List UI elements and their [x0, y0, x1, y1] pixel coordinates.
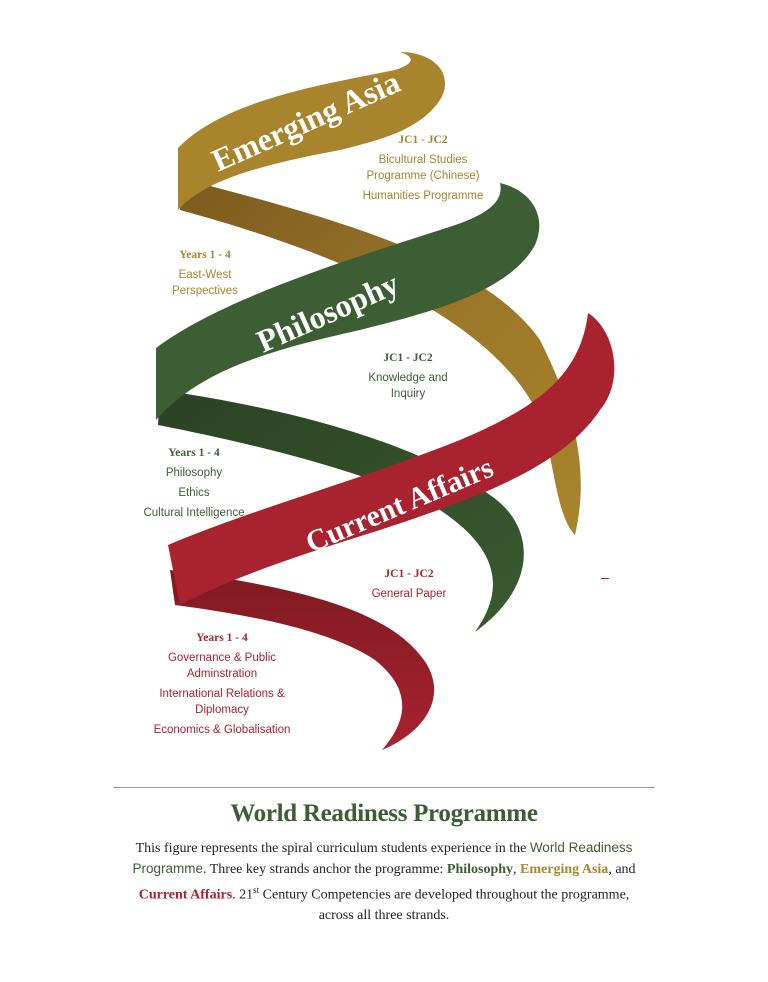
emerging-asia-years-item: East-West Perspectives: [172, 269, 238, 297]
caption-program-name: World Readiness Programme: [132, 840, 633, 876]
current-affairs-years-heading: Years 1 - 4: [196, 632, 248, 644]
caption-text: . Three key strands anchor the programme…: [203, 862, 447, 877]
green-band-back: [158, 390, 524, 632]
red-ribbon-front: [168, 313, 615, 605]
divider: [113, 787, 655, 788]
emerging-asia-years-label: Years 1 - 4 East-West Perspectives: [150, 247, 260, 303]
current-affairs-years-item: Economics & Globalisation: [153, 724, 291, 736]
current-affairs-years-item: International Relations & Diplomacy: [159, 688, 285, 716]
caption: This figure represents the spiral curric…: [120, 838, 648, 926]
philosophy-jc-item: Knowledge and Inquiry: [368, 372, 448, 400]
philosophy-jc-heading: JC1 - JC2: [383, 352, 433, 364]
current-affairs-years-label: Years 1 - 4 Governance & Public Adminstr…: [142, 630, 302, 742]
ribbon-graphic: Emerging Asia Philosophy Current Affairs: [156, 52, 615, 750]
caption-text: This figure represents the spiral curric…: [135, 841, 530, 856]
caption-text: . 21: [232, 887, 254, 903]
caption-text: Century Competencies are developed throu…: [259, 887, 630, 923]
caption-superscript: st: [253, 885, 260, 895]
philosophy-years-label: Years 1 - 4 Philosophy Ethics Cultural I…: [124, 445, 264, 525]
current-affairs-jc-item: General Paper: [371, 588, 447, 600]
caption-text: , and: [608, 862, 636, 877]
emerging-asia-years-heading: Years 1 - 4: [179, 249, 231, 261]
philosophy-years-heading: Years 1 - 4: [168, 447, 220, 459]
caption-philosophy: Philosophy: [446, 862, 514, 877]
philosophy-years-item: Cultural Intelligence: [143, 507, 245, 519]
philosophy-jc-label: JC1 - JC2 Knowledge and Inquiry: [360, 350, 456, 406]
caption-emerging-asia: Emerging Asia: [520, 862, 609, 877]
philosophy-years-item: Philosophy: [165, 467, 223, 479]
emerging-asia-jc-heading: JC1 - JC2: [398, 134, 448, 146]
red-dash-mark: [601, 578, 609, 579]
philosophy-years-item: Ethics: [178, 487, 210, 499]
current-affairs-jc-heading: JC1 - JC2: [384, 568, 434, 580]
gold-ribbon-front: [178, 52, 446, 210]
caption-current-affairs: Current Affairs: [138, 887, 233, 903]
caption-text: ,: [513, 862, 521, 877]
current-affairs-jc-label: JC1 - JC2 General Paper: [349, 566, 469, 606]
emerging-asia-jc-item: Bicultural Studies Programme (Chinese): [366, 154, 480, 182]
current-affairs-years-item: Governance & Public Adminstration: [167, 652, 277, 680]
page-title: World Readiness Programme: [230, 800, 538, 827]
emerging-asia-jc-label: JC1 - JC2 Bicultural Studies Programme (…: [348, 132, 498, 208]
green-ribbon-front: [156, 183, 540, 420]
emerging-asia-jc-item: Humanities Programme: [362, 190, 484, 202]
